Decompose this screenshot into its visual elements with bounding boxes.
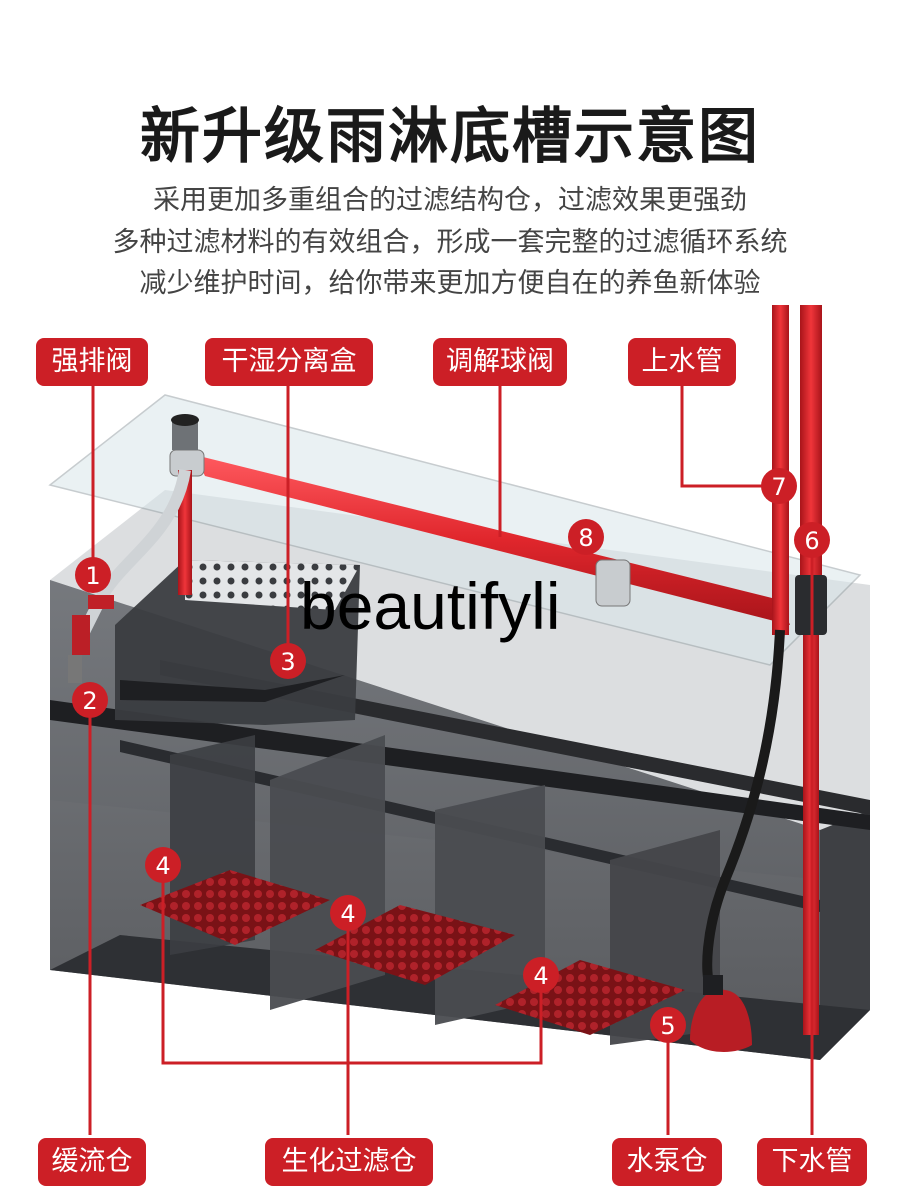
drain-valve (72, 615, 90, 655)
marker-6: 6 (794, 522, 830, 558)
marker-4a: 4 (145, 847, 181, 883)
marker-3: 3 (270, 643, 306, 679)
marker-text: 1 (85, 562, 100, 590)
label-biofilter: 生化过滤仓 (265, 1138, 433, 1186)
marker-1: 1 (75, 557, 111, 593)
overflow-pipe (169, 414, 790, 625)
marker-text: 8 (578, 524, 593, 552)
marker-4b: 4 (330, 895, 366, 931)
label-ballvalve: 调解球阀 (433, 338, 567, 386)
marker-text: 6 (804, 527, 819, 555)
marker-text: 7 (771, 473, 786, 501)
label-outlet: 下水管 (757, 1138, 867, 1186)
drain-hose (68, 468, 191, 683)
label-drybox: 干湿分离盒 (205, 338, 373, 386)
water-pump (690, 975, 752, 1052)
label-inlet: 上水管 (628, 338, 736, 386)
marker-text: 4 (155, 852, 170, 880)
marker-text: 4 (340, 900, 355, 928)
subtitle-line-3: 减少维护时间，给你带来更加方便自在的养鱼新体验 (139, 268, 761, 299)
marker-4c: 4 (523, 957, 559, 993)
callout-lines (88, 385, 814, 1135)
outlet-pipe-upper (800, 305, 822, 595)
marker-text: 4 (533, 962, 548, 990)
page-title: 新升级雨淋底槽示意图 (140, 102, 760, 172)
marker-text: 2 (82, 687, 97, 715)
label-valve: 强排阀 (36, 338, 148, 386)
marker-text: 5 (660, 1012, 675, 1040)
marker-2: 2 (72, 682, 108, 718)
label-buffer: 缓流仓 (38, 1138, 146, 1186)
subtitle-line-1: 采用更加多重组合的过滤结构仓，过滤效果更强劲 (153, 185, 747, 216)
marker-7: 7 (761, 468, 797, 504)
ball-valve (595, 559, 631, 607)
subtitle-line-2: 多种过滤材料的有效组合，形成一套完整的过滤循环系统 (112, 227, 788, 258)
label-pump: 水泵仓 (612, 1138, 722, 1186)
marker-text: 3 (280, 648, 295, 676)
marker-8: 8 (568, 519, 604, 555)
dry-wet-box (115, 560, 360, 725)
watermark-text: beautifyli (300, 569, 561, 643)
marker-5: 5 (650, 1007, 686, 1043)
